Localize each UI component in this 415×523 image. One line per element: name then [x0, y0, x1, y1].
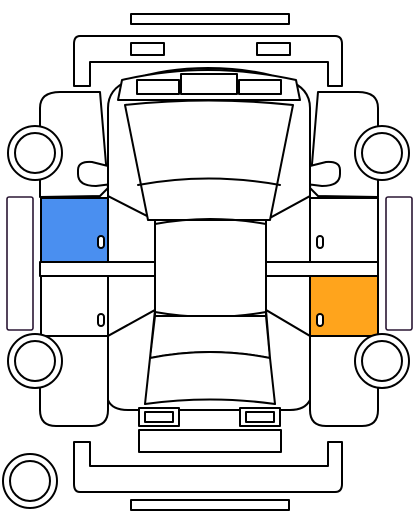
rear-bumper[interactable]	[74, 442, 342, 492]
right-rear-wheel[interactable]	[355, 334, 409, 388]
right-front-wheel[interactable]	[355, 126, 409, 180]
right-rear-door[interactable]	[310, 276, 378, 336]
windshield-center-pane[interactable]	[181, 74, 237, 94]
trunk-lid[interactable]	[108, 310, 310, 410]
windshield-right-pane[interactable]	[239, 80, 281, 94]
rear-license-area[interactable]	[139, 430, 281, 452]
roof[interactable]	[155, 220, 266, 316]
left-side-view	[7, 92, 155, 426]
right-sill[interactable]	[266, 262, 378, 276]
rear-left-tail-light-inner	[145, 412, 173, 422]
left-mirror[interactable]	[78, 162, 112, 186]
left-mudguard[interactable]	[7, 197, 33, 330]
right-side-view	[266, 92, 412, 426]
trunk-left-edge	[145, 358, 150, 404]
left-sill[interactable]	[40, 262, 155, 276]
right-front-door-handle[interactable]	[317, 236, 323, 248]
right-mirror[interactable]	[306, 162, 340, 186]
front-left-headlight[interactable]	[131, 43, 164, 55]
cabin-front[interactable]	[125, 101, 293, 221]
left-front-wheel[interactable]	[8, 126, 62, 180]
trunk-right-edge	[270, 358, 275, 404]
right-rear-door-handle[interactable]	[317, 314, 323, 326]
spare-wheel[interactable]	[3, 454, 57, 508]
windshield-left-pane[interactable]	[137, 80, 179, 94]
hood-crease	[138, 179, 280, 186]
left-rear-door[interactable]	[41, 276, 108, 336]
roof-front-line	[155, 219, 266, 224]
left-front-door-handle[interactable]	[98, 236, 104, 248]
rear-window-line	[145, 400, 275, 405]
left-front-door[interactable]	[41, 198, 108, 262]
front-roof-strip[interactable]	[131, 14, 289, 24]
front-right-headlight[interactable]	[257, 43, 290, 55]
left-rear-door-handle[interactable]	[98, 314, 104, 326]
right-front-door[interactable]	[310, 198, 378, 262]
front-view	[74, 14, 342, 86]
rear-bottom-strip[interactable]	[131, 500, 289, 510]
car-top-view	[108, 68, 310, 452]
wheels	[3, 126, 409, 508]
rear-right-tail-light-inner	[246, 412, 274, 422]
left-rear-wheel[interactable]	[8, 334, 62, 388]
rear-view	[74, 442, 342, 510]
right-mudguard[interactable]	[386, 197, 412, 330]
